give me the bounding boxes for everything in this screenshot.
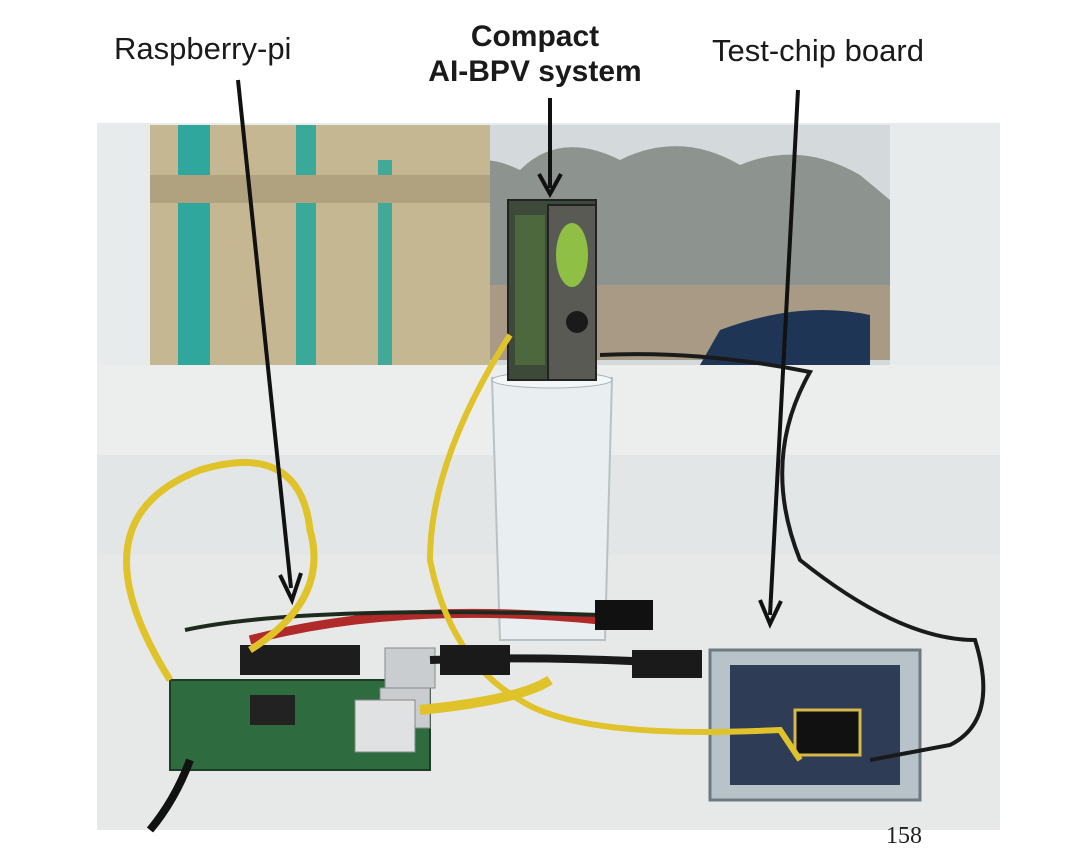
ribbon-connector xyxy=(595,600,653,630)
arrow-test-chip xyxy=(758,89,800,629)
raspberry-pi-label: Raspberry-pi xyxy=(114,31,292,66)
yellow-cable xyxy=(123,459,318,682)
arrow-raspberry-pi xyxy=(236,79,303,606)
rpi-gpio-header xyxy=(240,645,360,675)
rpi-chip xyxy=(250,695,295,725)
rpi-ethernet-port xyxy=(354,699,416,753)
trees xyxy=(420,146,890,300)
page-number: 158 xyxy=(886,823,922,849)
fence-rail xyxy=(150,175,490,203)
fence-teal-stripe-3 xyxy=(378,160,392,365)
test-chip xyxy=(793,708,862,757)
plastic-cups xyxy=(490,377,614,641)
compact-system-label: Compact AI-BPV system xyxy=(405,20,665,89)
ribbon-wires xyxy=(248,607,651,645)
compact-label-line-1: Compact xyxy=(470,20,600,53)
power-cable xyxy=(146,758,194,833)
rpi-usb-port-1 xyxy=(384,647,436,689)
compact-label-line-2: AI-BPV system xyxy=(428,54,642,88)
arrow-compact-system xyxy=(537,98,563,199)
bpv-device-green-cell xyxy=(556,223,588,287)
bpv-device-sensor xyxy=(566,311,588,333)
black-cable xyxy=(599,352,986,762)
test-chip-board-label: Test-chip board xyxy=(712,33,924,68)
fence-teal-stripe-1 xyxy=(178,125,210,365)
fence-teal-stripe-2 xyxy=(296,125,316,365)
